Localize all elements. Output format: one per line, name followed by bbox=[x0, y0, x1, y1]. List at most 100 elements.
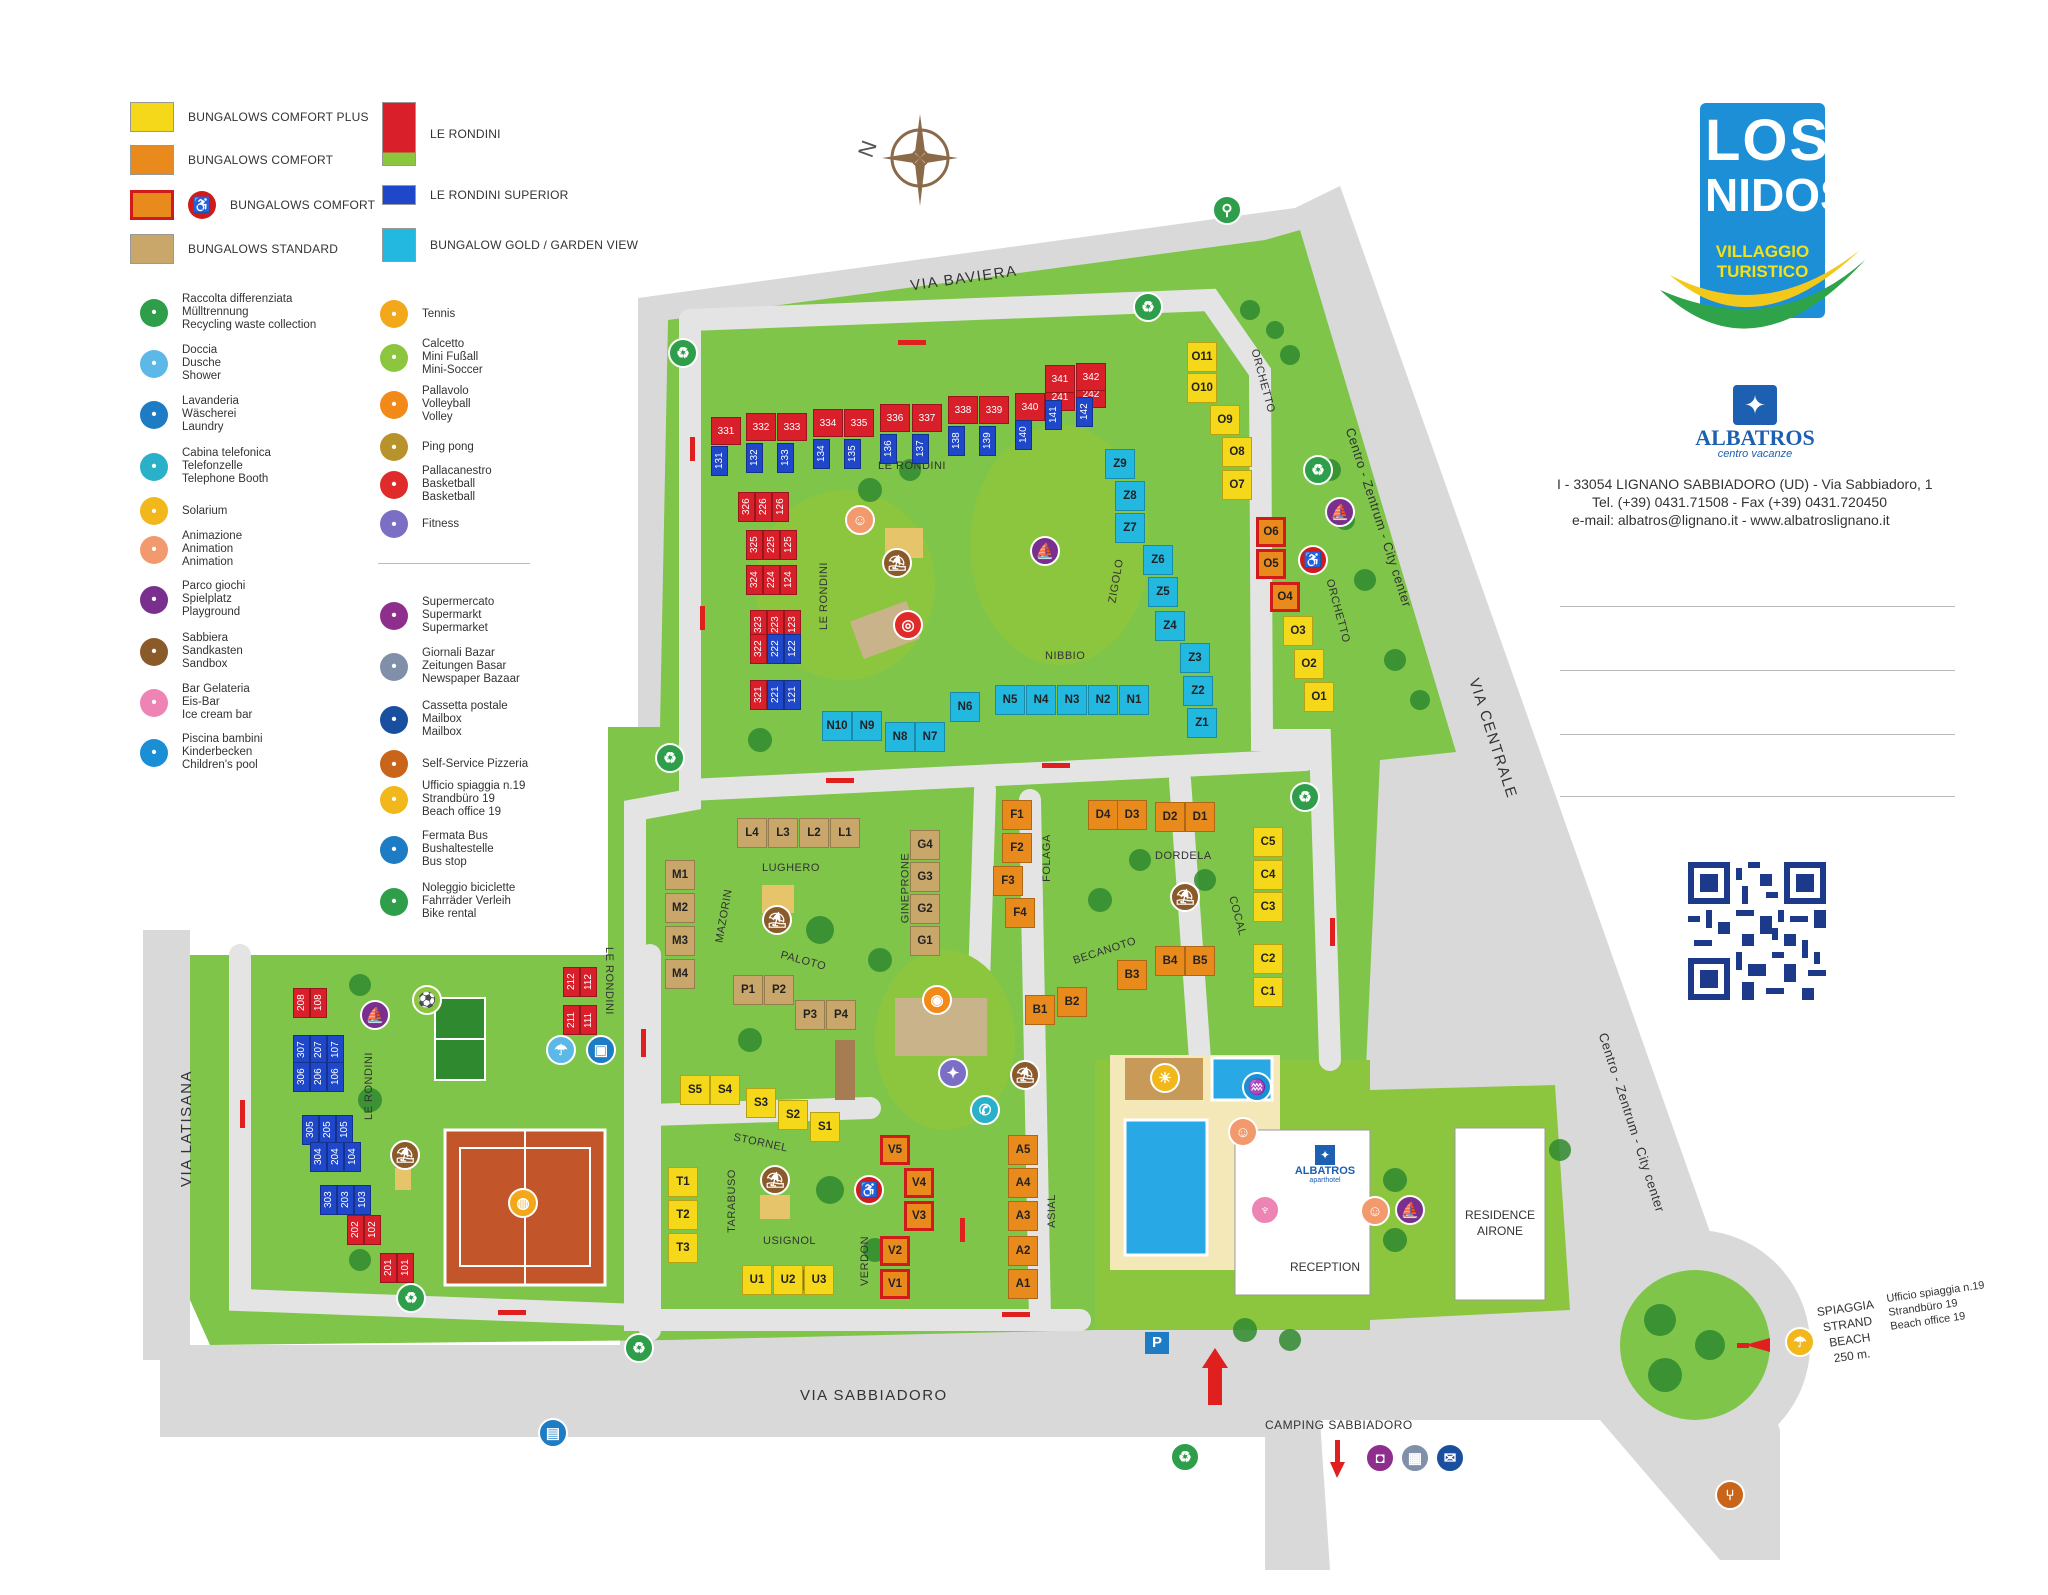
bungalow-unit[interactable]: B2 bbox=[1057, 987, 1087, 1017]
le-rondini-unit[interactable]: 206 bbox=[310, 1062, 327, 1092]
bungalow-unit[interactable]: U1 bbox=[742, 1265, 772, 1295]
le-rondini-unit[interactable]: 203 bbox=[337, 1185, 354, 1215]
le-rondini-unit[interactable]: 326 bbox=[738, 492, 755, 522]
bungalow-unit[interactable]: F3 bbox=[993, 866, 1023, 896]
le-rondini-unit[interactable]: 222 bbox=[767, 634, 784, 664]
sandbox-icon[interactable]: ⛱ bbox=[1010, 1060, 1040, 1090]
bungalow-unit[interactable]: V4 bbox=[904, 1168, 934, 1198]
bungalow-unit[interactable]: S4 bbox=[710, 1075, 740, 1105]
wheelchair-icon[interactable]: ♿ bbox=[854, 1175, 884, 1205]
le-rondini-unit[interactable]: 134 bbox=[813, 439, 830, 469]
le-rondini-unit[interactable]: 136 bbox=[880, 434, 897, 464]
bungalow-unit[interactable]: O7 bbox=[1222, 470, 1252, 500]
bungalow-unit[interactable]: L2 bbox=[799, 818, 829, 848]
le-rondini-unit[interactable]: 226 bbox=[755, 492, 772, 522]
bungalow-unit[interactable]: P4 bbox=[826, 1000, 856, 1030]
bungalow-unit[interactable]: A2 bbox=[1008, 1236, 1038, 1266]
le-rondini-unit[interactable]: 137 bbox=[912, 434, 929, 464]
le-rondini-unit[interactable]: 102 bbox=[364, 1215, 381, 1245]
le-rondini-unit[interactable]: 334 bbox=[813, 409, 843, 437]
telephone-icon[interactable]: ✆ bbox=[970, 1095, 1000, 1125]
bungalow-unit[interactable]: D3 bbox=[1117, 800, 1147, 830]
bungalow-unit[interactable]: N1 bbox=[1119, 685, 1149, 715]
bungalow-unit[interactable]: O5 bbox=[1256, 549, 1286, 579]
le-rondini-unit[interactable]: 307 bbox=[293, 1035, 310, 1065]
le-rondini-unit[interactable]: 101 bbox=[397, 1253, 414, 1283]
le-rondini-unit[interactable]: 133 bbox=[777, 443, 794, 473]
bungalow-unit[interactable]: C5 bbox=[1253, 827, 1283, 857]
bungalow-unit[interactable]: D4 bbox=[1088, 800, 1118, 830]
bungalow-unit[interactable]: F1 bbox=[1002, 800, 1032, 830]
bungalow-unit[interactable]: S3 bbox=[746, 1088, 776, 1118]
bungalow-unit[interactable]: N6 bbox=[950, 692, 980, 722]
bungalow-unit[interactable]: O9 bbox=[1210, 405, 1240, 435]
bungalow-unit[interactable]: N8 bbox=[885, 722, 915, 752]
le-rondini-unit[interactable]: 303 bbox=[320, 1185, 337, 1215]
le-rondini-unit[interactable]: 225 bbox=[763, 530, 780, 560]
basketball-icon[interactable]: ◎ bbox=[893, 610, 923, 640]
bus-stop-icon[interactable]: ▤ bbox=[538, 1418, 568, 1448]
le-rondini-unit[interactable]: 204 bbox=[327, 1142, 344, 1172]
bungalow-unit[interactable]: O10 bbox=[1187, 373, 1217, 403]
bungalow-unit[interactable]: O6 bbox=[1256, 517, 1286, 547]
volleyball-icon[interactable]: ◉ bbox=[922, 985, 952, 1015]
bungalow-unit[interactable]: S5 bbox=[680, 1075, 710, 1105]
recycling-icon[interactable]: ♻ bbox=[1290, 782, 1320, 812]
childrens-pool-icon[interactable]: ♒ bbox=[1242, 1072, 1272, 1102]
le-rondini-unit[interactable]: 335 bbox=[844, 409, 874, 437]
playground-icon[interactable]: ⛵ bbox=[1395, 1195, 1425, 1225]
le-rondini-unit[interactable]: 132 bbox=[746, 443, 763, 473]
bungalow-unit[interactable]: N2 bbox=[1088, 685, 1118, 715]
playground-icon[interactable]: ⛵ bbox=[1325, 497, 1355, 527]
le-rondini-unit[interactable]: 131 bbox=[711, 446, 728, 476]
bungalow-unit[interactable]: M4 bbox=[665, 959, 695, 989]
bungalow-unit[interactable]: Z3 bbox=[1180, 643, 1210, 673]
le-rondini-unit[interactable]: 342 bbox=[1076, 363, 1106, 391]
bungalow-unit[interactable]: V5 bbox=[880, 1135, 910, 1165]
bungalow-unit[interactable]: Z2 bbox=[1183, 676, 1213, 706]
sandbox-icon[interactable]: ⛱ bbox=[1170, 882, 1200, 912]
le-rondini-unit[interactable]: 221 bbox=[767, 680, 784, 710]
pizzeria-icon[interactable]: ⑂ bbox=[1715, 1480, 1745, 1510]
bungalow-unit[interactable]: G4 bbox=[910, 830, 940, 860]
wheelchair-icon[interactable]: ♿ bbox=[1298, 545, 1328, 575]
bungalow-unit[interactable]: Z6 bbox=[1143, 545, 1173, 575]
bungalow-unit[interactable]: B5 bbox=[1185, 946, 1215, 976]
le-rondini-unit[interactable]: 122 bbox=[784, 634, 801, 664]
le-rondini-unit[interactable]: 135 bbox=[844, 439, 861, 469]
solarium-icon[interactable]: ☀ bbox=[1150, 1063, 1180, 1093]
bungalow-unit[interactable]: C2 bbox=[1253, 944, 1283, 974]
bungalow-unit[interactable]: G1 bbox=[910, 926, 940, 956]
bungalow-unit[interactable]: O8 bbox=[1222, 437, 1252, 467]
le-rondini-unit[interactable]: 339 bbox=[979, 396, 1009, 424]
bungalow-unit[interactable]: Z5 bbox=[1148, 577, 1178, 607]
bungalow-unit[interactable]: V2 bbox=[880, 1236, 910, 1266]
bungalow-unit[interactable]: M3 bbox=[665, 926, 695, 956]
bungalow-unit[interactable]: B4 bbox=[1155, 946, 1185, 976]
bungalow-unit[interactable]: Z9 bbox=[1105, 449, 1135, 479]
fitness-icon[interactable]: ✦ bbox=[938, 1058, 968, 1088]
le-rondini-unit[interactable]: 142 bbox=[1076, 397, 1093, 427]
bungalow-unit[interactable]: Z4 bbox=[1155, 611, 1185, 641]
soccer-icon[interactable]: ⚽ bbox=[412, 985, 442, 1015]
bungalow-unit[interactable]: N3 bbox=[1057, 685, 1087, 715]
le-rondini-unit[interactable]: 207 bbox=[310, 1035, 327, 1065]
bungalow-unit[interactable]: O4 bbox=[1270, 582, 1300, 612]
bungalow-unit[interactable]: S1 bbox=[810, 1112, 840, 1142]
bungalow-unit[interactable]: T2 bbox=[668, 1200, 698, 1230]
bungalow-unit[interactable]: D1 bbox=[1185, 802, 1215, 832]
le-rondini-unit[interactable]: 305 bbox=[302, 1115, 319, 1145]
le-rondini-unit[interactable]: 208 bbox=[293, 988, 310, 1018]
bungalow-unit[interactable]: F2 bbox=[1002, 833, 1032, 863]
bungalow-unit[interactable]: A1 bbox=[1008, 1269, 1038, 1299]
bungalow-unit[interactable]: L3 bbox=[768, 818, 798, 848]
bungalow-unit[interactable]: A3 bbox=[1008, 1201, 1038, 1231]
sandbox-icon[interactable]: ⛱ bbox=[760, 1165, 790, 1195]
le-rondini-unit[interactable]: 340 bbox=[1015, 393, 1045, 421]
bungalow-unit[interactable]: O1 bbox=[1304, 682, 1334, 712]
le-rondini-unit[interactable]: 124 bbox=[780, 565, 797, 595]
le-rondini-unit[interactable]: 333 bbox=[777, 413, 807, 441]
le-rondini-unit[interactable]: 306 bbox=[293, 1062, 310, 1092]
albatros-aparthotel[interactable]: ✦ ALBATROS aparthotel bbox=[1285, 1145, 1365, 1184]
le-rondini-unit[interactable]: 336 bbox=[880, 404, 910, 432]
